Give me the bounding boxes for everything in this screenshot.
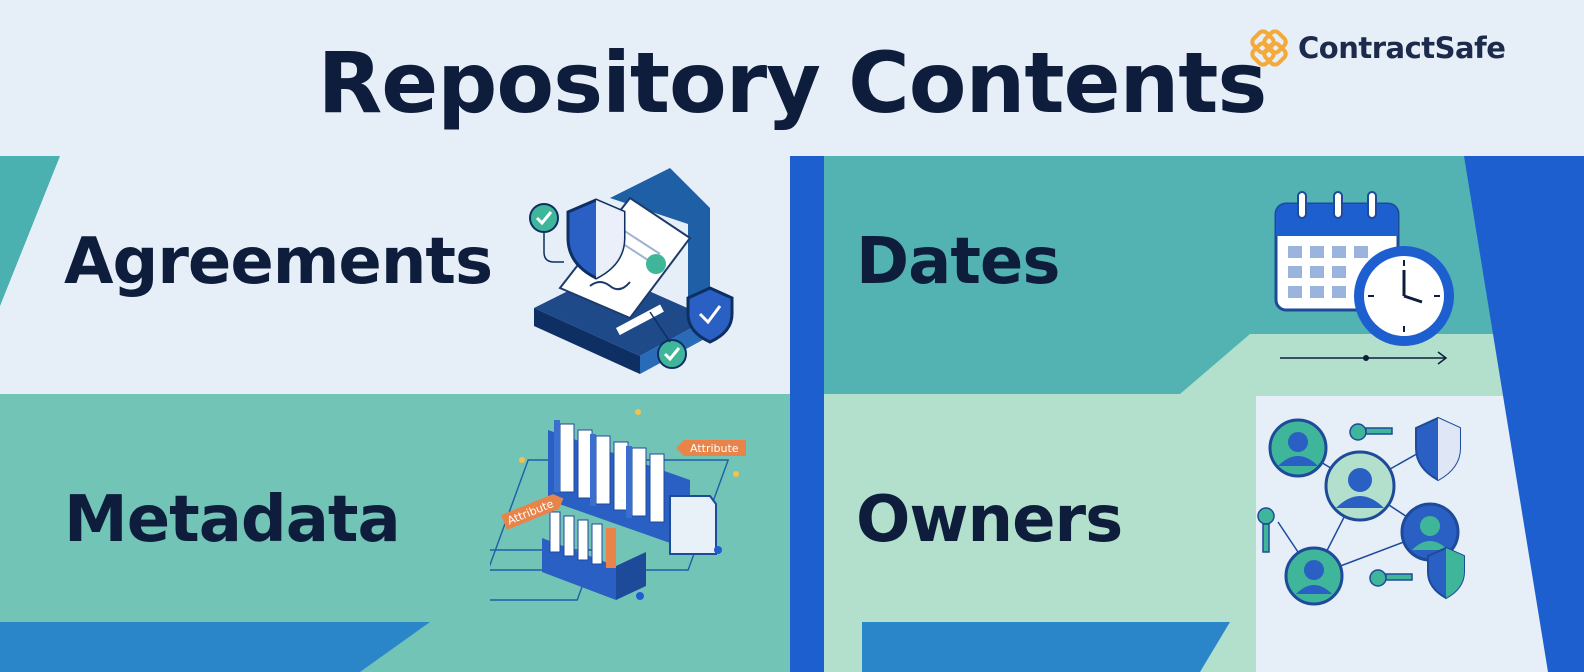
- key-icon: [1369, 569, 1413, 587]
- calendar-clock-icon: [1274, 191, 1454, 365]
- shield-icon: [1427, 546, 1465, 600]
- owner-avatar-icon: [1324, 450, 1396, 522]
- owners-label: Owners: [856, 483, 1123, 557]
- brand-name: ContractSafe: [1298, 31, 1506, 65]
- metadata-label: Metadata: [64, 483, 401, 557]
- file-cabinet-icon: Attribute Attribute: [490, 409, 746, 601]
- svg-text:Attribute: Attribute: [690, 442, 739, 455]
- owner-avatar-icon: [1284, 546, 1344, 606]
- owner-avatar-icon: [1400, 502, 1460, 562]
- key-icon: [1257, 507, 1275, 553]
- key-icon: [1349, 423, 1393, 441]
- attribute-tag: Attribute: [676, 440, 746, 456]
- agreements-label: Agreements: [64, 225, 493, 299]
- owner-avatar-icon: [1268, 418, 1328, 478]
- agreement-document-icon: [529, 168, 734, 374]
- owner-network-icon: [1257, 416, 1465, 606]
- shield-icon: [1415, 416, 1461, 482]
- contractsafe-logo-icon: [1250, 29, 1288, 67]
- dates-label: Dates: [856, 225, 1060, 299]
- brand-logo: ContractSafe: [1248, 26, 1506, 70]
- page-title: Repository Contents: [317, 34, 1268, 132]
